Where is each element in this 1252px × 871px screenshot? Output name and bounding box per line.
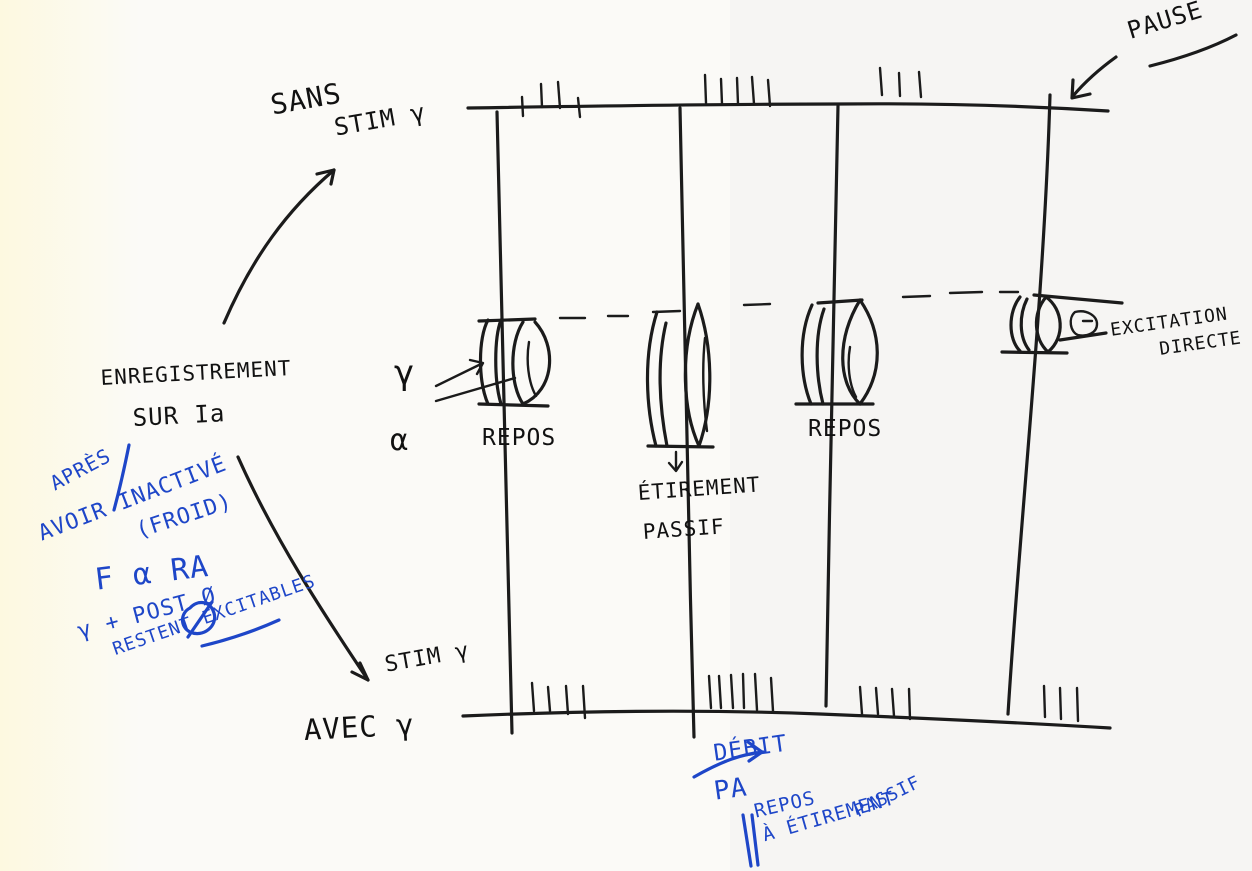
- top-spikes-group-1: [520, 80, 582, 119]
- bottom-baseline: [461, 709, 1112, 730]
- stage2-right-fiber: [683, 302, 712, 448]
- blue-bottom-arrow: [692, 740, 765, 779]
- gamma-pointer: [434, 358, 485, 388]
- stage2-base: [646, 444, 715, 449]
- top-spikes-group-2: [703, 73, 772, 108]
- stage1-right-fiber: [511, 320, 552, 406]
- stage4-left-outer: [1009, 295, 1022, 353]
- bottom-blue-note-2: PA: [712, 772, 750, 807]
- pause-underline: [1148, 33, 1238, 68]
- pause-arrow-head: [1070, 78, 1092, 100]
- gamma-label: γ: [394, 353, 416, 393]
- stage2-left-inner: [658, 321, 669, 448]
- pause-arrow: [1071, 55, 1118, 98]
- stage1-right-inner-line: [526, 340, 538, 398]
- stage2-right-inner-line: [702, 336, 709, 433]
- alpha-pointer: [434, 376, 517, 403]
- bottom-label-avec: AVEC γ: [303, 707, 416, 747]
- bottom-spikes-group-4: [1042, 684, 1080, 723]
- stage3-inner-line: [847, 345, 858, 399]
- time-line-1: [495, 110, 514, 735]
- stage4-excitation-circle: [1069, 310, 1099, 337]
- arrow-to-bottom: [236, 455, 370, 682]
- stage3-left-outer: [800, 303, 814, 406]
- time-line-4: [1006, 93, 1052, 716]
- top-spikes-group-3: [878, 66, 923, 99]
- repos-label-2: REPOS: [808, 416, 883, 442]
- stage3-left-inner: [815, 307, 826, 406]
- stage4-right-fiber: [1034, 295, 1062, 354]
- bottom-spikes-group-3: [858, 685, 912, 721]
- arrow-to-top-head: [315, 168, 336, 186]
- time-line-3: [824, 104, 840, 708]
- time-line-2: [678, 106, 696, 739]
- blue-null-symbol: [180, 600, 217, 639]
- alpha-label: α: [390, 423, 410, 458]
- blue-underline: [200, 618, 281, 648]
- top-baseline: [466, 102, 1110, 113]
- bottom-spikes-group-2: [707, 672, 775, 713]
- blue-slash: [112, 443, 131, 512]
- stage3-right-fiber: [841, 298, 879, 406]
- stage2-left-outer: [645, 310, 659, 448]
- stage1-left-outer: [478, 318, 490, 406]
- arrow-to-bottom-head: [350, 661, 370, 682]
- repos-label-1: REPOS: [482, 425, 557, 451]
- blue-bottom-marks: [741, 813, 760, 868]
- stage4-left-inner: [1019, 297, 1031, 352]
- dashed-guide-line: [558, 290, 1020, 320]
- stage1-left-inner: [494, 318, 503, 406]
- bottom-spikes-group-1: [530, 681, 587, 720]
- recording-label-2: SUR Ia: [132, 399, 227, 432]
- stage2-down-arrow: [667, 450, 684, 473]
- arrow-to-top: [222, 168, 336, 325]
